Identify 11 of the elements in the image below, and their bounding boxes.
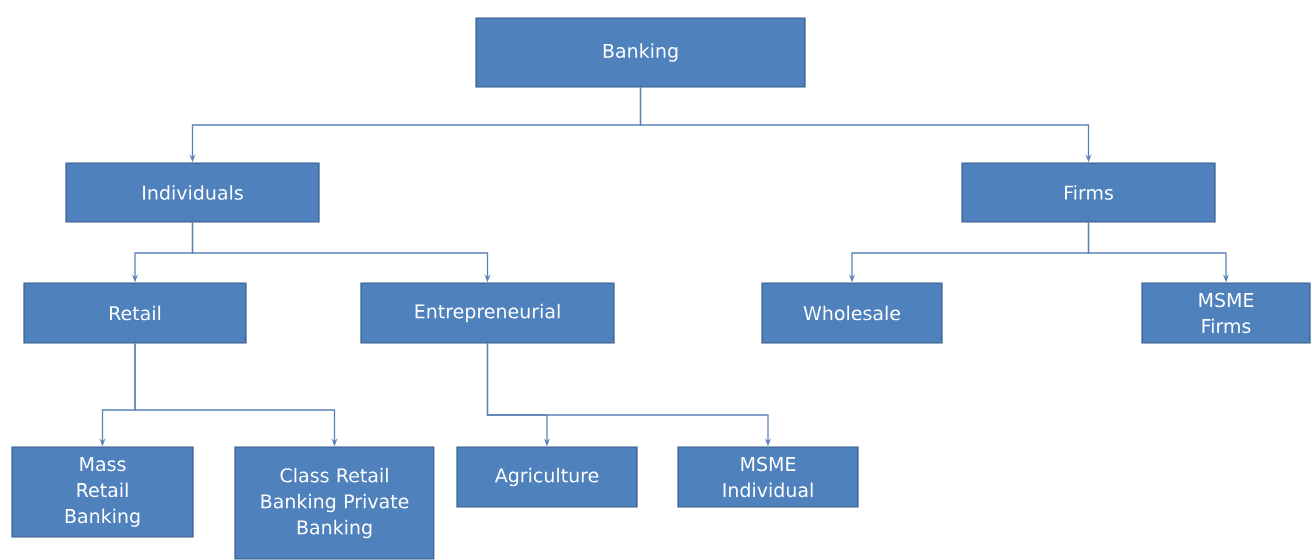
category-box: Banking xyxy=(475,17,806,88)
category-box: Wholesale xyxy=(761,282,943,344)
category-box: MSME Firms xyxy=(1141,282,1311,344)
category-box: Entrepreneurial xyxy=(360,282,615,344)
category-box: Mass Retail Banking xyxy=(11,446,194,538)
category-box: Class Retail Banking Private Banking xyxy=(234,446,435,560)
category-box: Retail xyxy=(23,282,247,344)
category-box: Individuals xyxy=(65,162,320,223)
category-box: MSME Individual xyxy=(677,446,859,508)
category-box: Firms xyxy=(961,162,1216,223)
category-box: Agriculture xyxy=(456,446,638,508)
